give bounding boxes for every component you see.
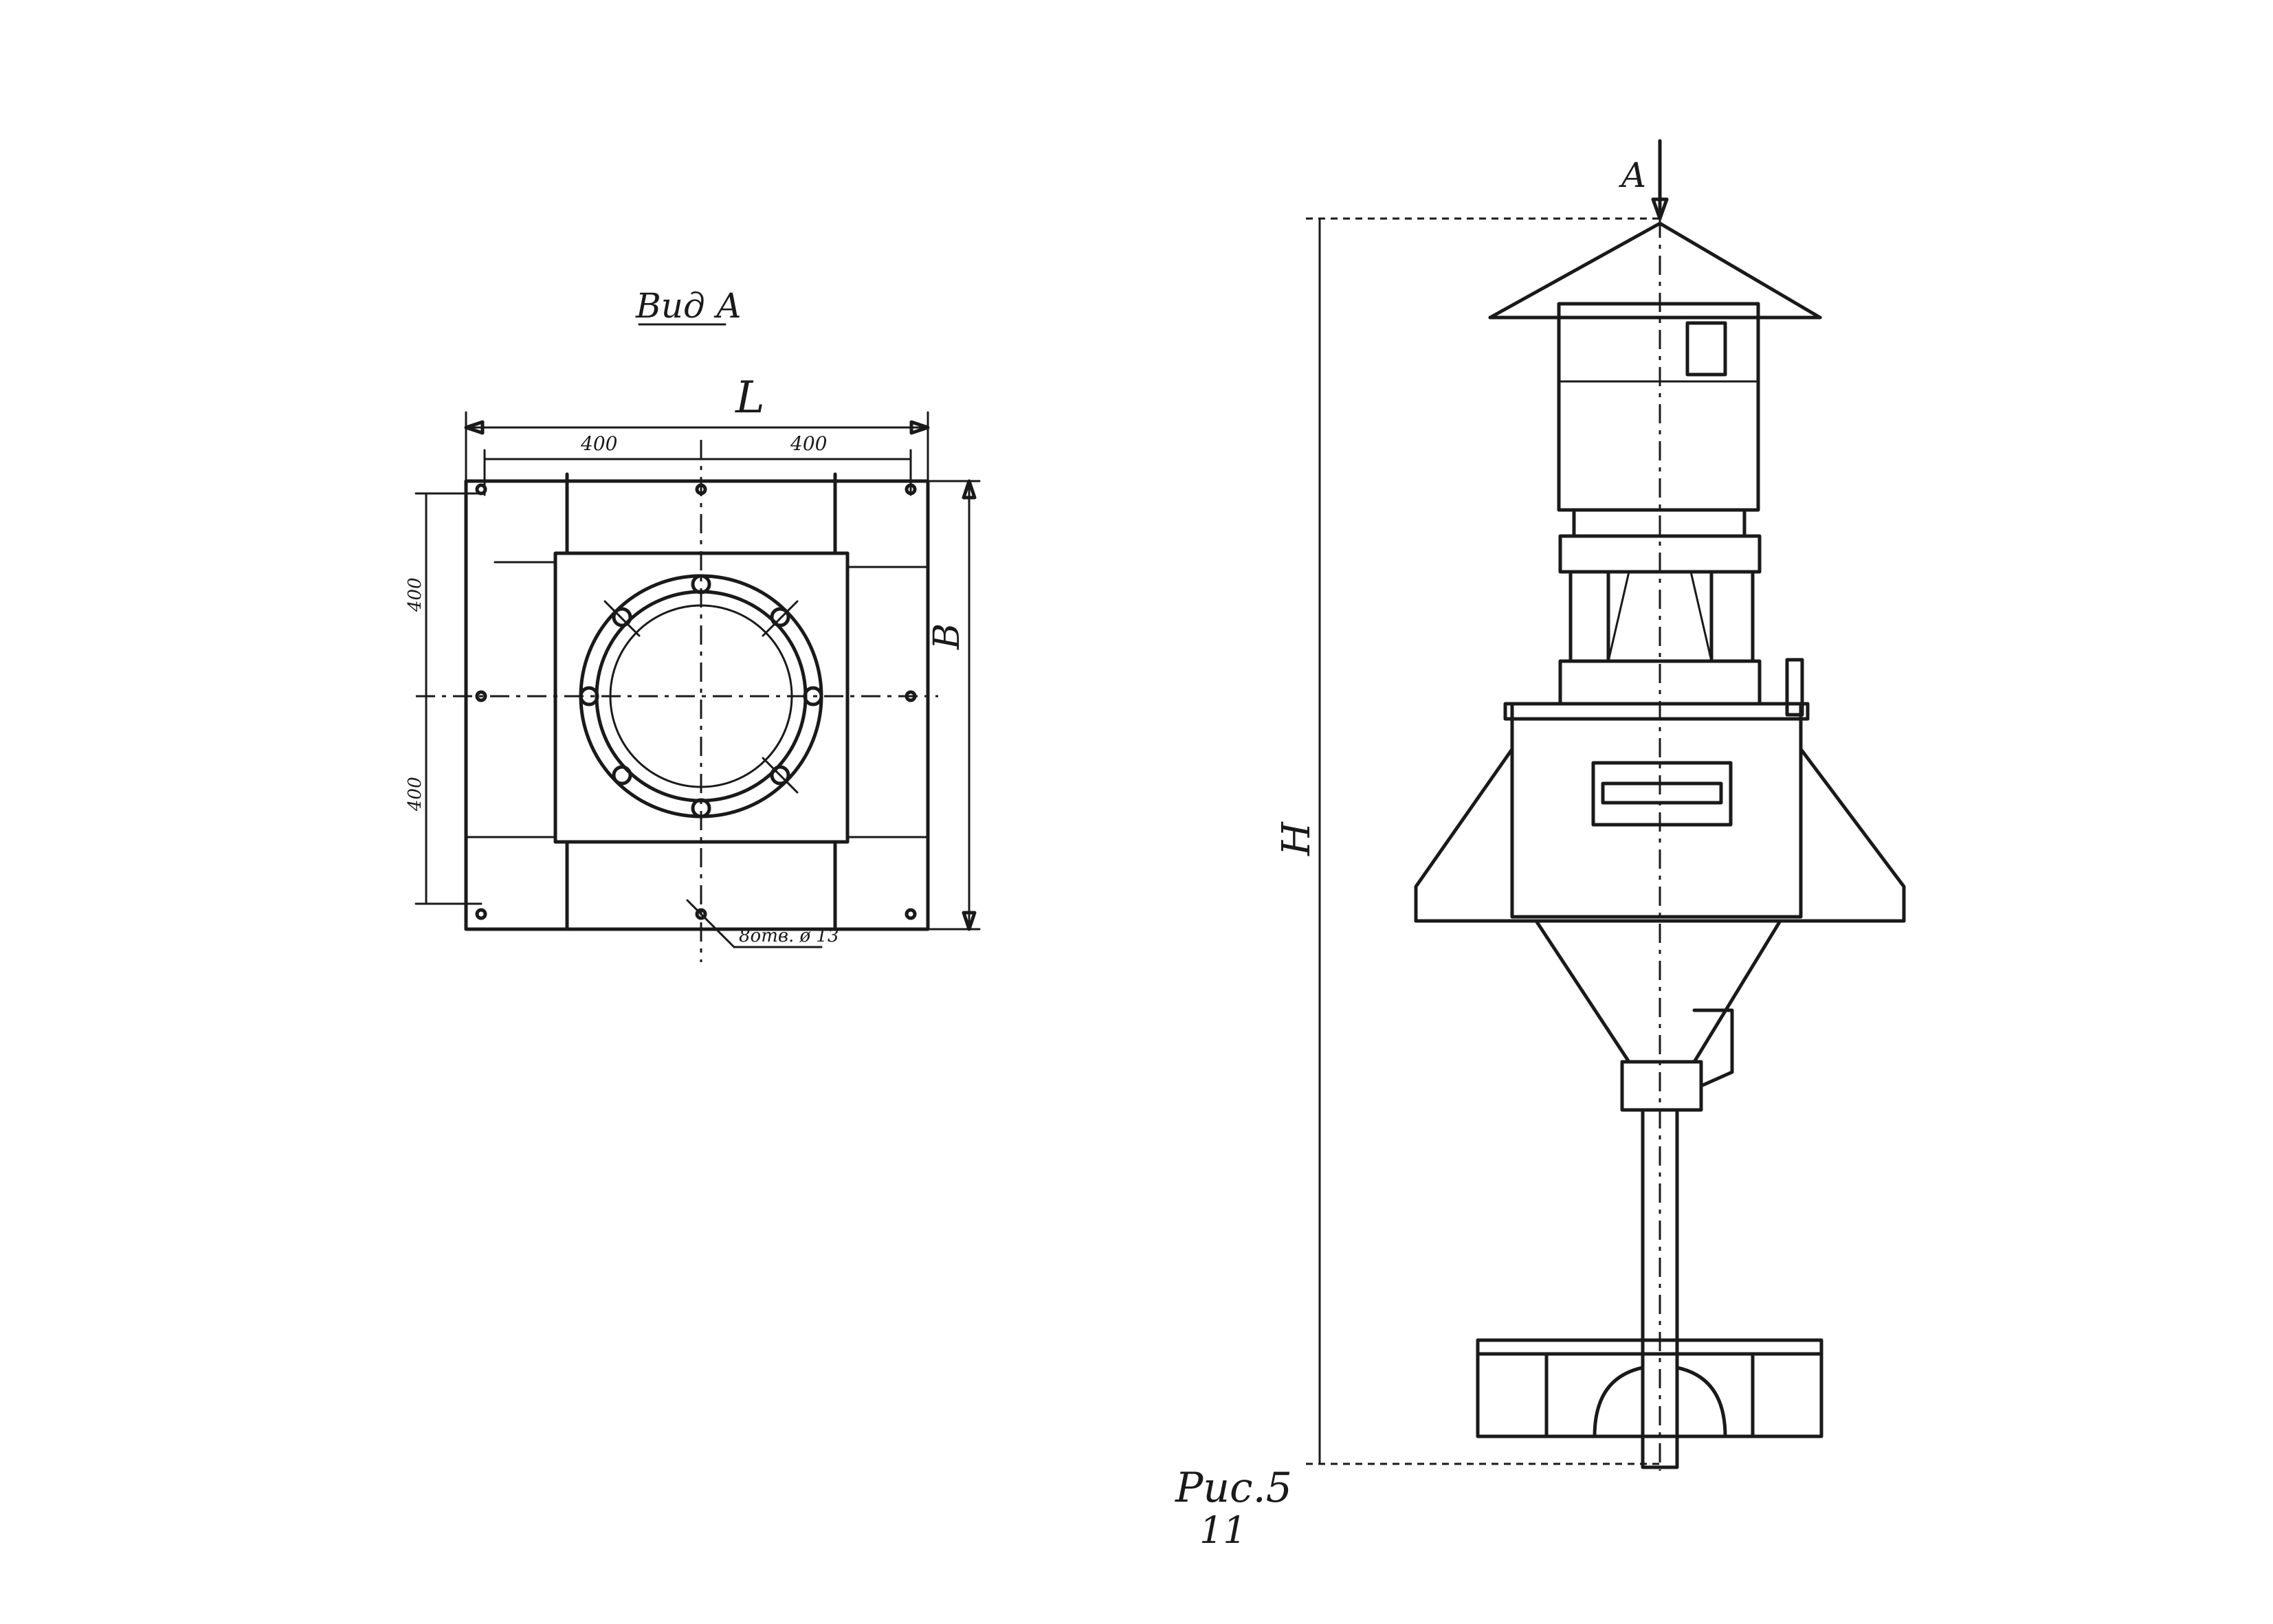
- bearing-housing: [1534, 919, 1782, 1064]
- plan-view-title: Вид А: [635, 286, 742, 326]
- electric-motor: [1557, 302, 1760, 512]
- elevation-view: А H: [1274, 139, 1906, 1471]
- figure-number: 11: [1199, 1509, 1247, 1552]
- hole-note: 8отв. ø 13: [739, 926, 839, 946]
- impeller: [1476, 1338, 1823, 1438]
- dim-left-half: 400: [580, 432, 617, 455]
- plan-view: Вид А L 400 400: [405, 286, 981, 962]
- dim-right-half: 400: [790, 432, 827, 455]
- view-marker-A: А: [1619, 155, 1647, 195]
- dim-upper-half: 400: [405, 577, 425, 612]
- gearbox-housing: [1510, 702, 1803, 919]
- dim-B-label: B: [927, 623, 968, 650]
- dim-lower-half: 400: [405, 777, 425, 812]
- base-frame: [464, 479, 930, 931]
- figure-caption: Рис.5 11: [1175, 1464, 1292, 1552]
- drive-shaft: [1641, 1108, 1679, 1469]
- dim-H-label: H: [1274, 821, 1319, 856]
- dim-L-label: L: [735, 372, 765, 423]
- figure-label: Рис.5: [1175, 1464, 1292, 1512]
